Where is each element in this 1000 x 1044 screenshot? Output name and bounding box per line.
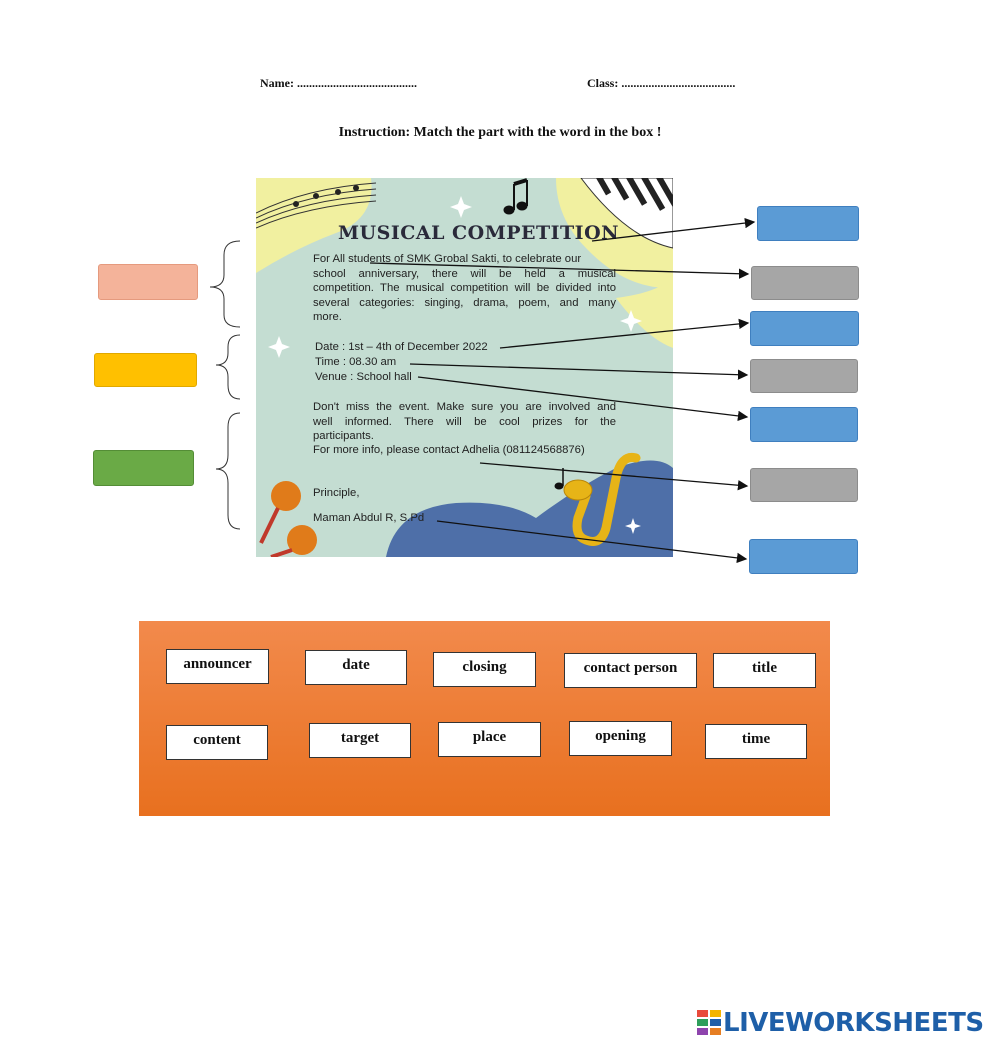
- competition-poster: MUSICAL COMPETITION For All students of …: [256, 178, 673, 557]
- answer-box-right-1[interactable]: [757, 206, 859, 241]
- word-time[interactable]: time: [705, 724, 807, 759]
- name-field-label: Name: ..................................…: [260, 76, 417, 90]
- word-title[interactable]: title: [713, 653, 816, 688]
- word-opening[interactable]: opening: [569, 721, 672, 756]
- answer-box-left-1[interactable]: [98, 264, 198, 300]
- answer-box-left-3[interactable]: [93, 450, 194, 486]
- poster-signoff: Principle,: [313, 487, 360, 499]
- poster-time: Time : 08.30 am: [315, 356, 397, 368]
- answer-box-right-3[interactable]: [750, 311, 859, 346]
- answer-box-right-7[interactable]: [749, 539, 858, 574]
- word-place[interactable]: place: [438, 722, 541, 757]
- poster-closing: Don't miss the event. Make sure you are …: [313, 400, 616, 444]
- answer-box-left-2[interactable]: [94, 353, 197, 387]
- closing-line: participants.: [313, 430, 374, 443]
- intro-line: more.: [313, 311, 342, 324]
- word-closing[interactable]: closing: [433, 652, 536, 687]
- intro-line: several categories: singing, drama, poem…: [313, 296, 616, 309]
- intro-line: competition. The musical competition wil…: [313, 282, 616, 295]
- poster-signature: Maman Abdul R, S.Pd: [313, 512, 425, 524]
- word-bank: announcer date closing contact person ti…: [139, 621, 830, 816]
- bracket-lines: [209, 240, 241, 530]
- closing-line: Don't miss the event. Make sure you are …: [313, 401, 616, 413]
- poster-contact: For more info, please contact Adhelia (0…: [313, 444, 585, 456]
- logo-blocks-icon: [697, 1010, 721, 1035]
- class-field-label: Class: .................................…: [587, 76, 736, 90]
- intro-line: For All students of SMK Grobal Sakti, to…: [313, 253, 582, 265]
- instruction-text: Instruction: Match the part with the wor…: [338, 125, 662, 140]
- answer-box-right-5[interactable]: [750, 407, 858, 442]
- poster-intro: For All students of SMK Grobal Sakti, to…: [313, 252, 616, 325]
- poster-venue: Venue : School hall: [315, 371, 412, 383]
- poster-title: MUSICAL COMPETITION: [338, 222, 619, 244]
- word-target[interactable]: target: [309, 723, 411, 758]
- word-announcer[interactable]: announcer: [166, 649, 269, 684]
- word-date[interactable]: date: [305, 650, 407, 685]
- intro-line: school anniversary, there will be held a…: [313, 267, 616, 280]
- answer-box-right-2[interactable]: [751, 266, 859, 300]
- closing-line: well informed. There will be cool prizes…: [313, 415, 616, 428]
- answer-box-right-6[interactable]: [750, 468, 858, 502]
- answer-box-right-4[interactable]: [750, 359, 858, 393]
- word-content[interactable]: content: [166, 725, 268, 760]
- logo-text: LIVEWORKSHEETS: [723, 1008, 984, 1038]
- word-contact-person[interactable]: contact person: [564, 653, 697, 688]
- poster-date: Date : 1st – 4th of December 2022: [315, 341, 488, 353]
- liveworksheets-logo[interactable]: LIVEWORKSHEETS: [697, 1008, 984, 1038]
